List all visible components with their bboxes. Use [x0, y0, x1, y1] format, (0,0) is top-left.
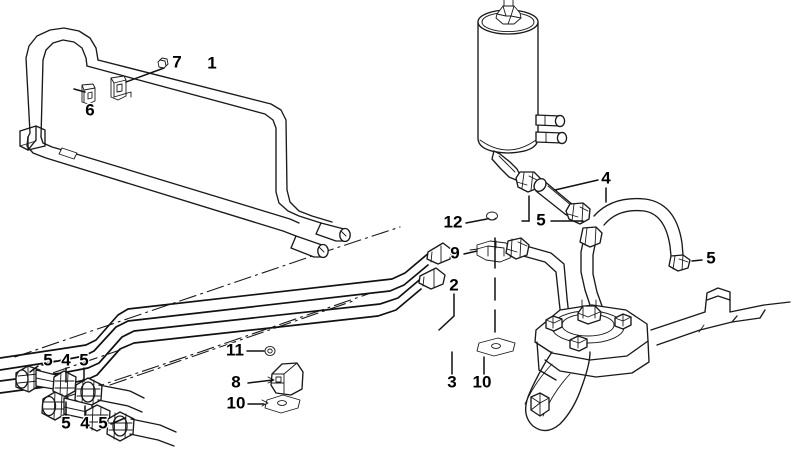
callout-10b: 10 — [227, 393, 246, 412]
engine-feed-hoses — [505, 226, 603, 319]
oil-filter-housing-block — [524, 287, 791, 432]
callout-3: 3 — [447, 372, 456, 391]
callout-2: 2 — [449, 275, 458, 294]
pipe-holder-bracket — [463, 237, 513, 333]
rubber-mount-bracket — [73, 83, 96, 105]
callout-4a: 4 — [601, 168, 611, 187]
mounting-plate-left — [247, 394, 301, 414]
upper-connector-hose-group — [515, 171, 607, 225]
callout-11: 11 — [226, 340, 244, 359]
arched-return-hose — [593, 197, 703, 272]
callout-7: 7 — [172, 52, 181, 71]
lower-left-hose-assembly-lower — [41, 391, 177, 447]
callout-4b: 4 — [61, 350, 71, 369]
lower-left-hose-assembly-upper — [15, 360, 145, 413]
callout-8: 8 — [231, 372, 240, 391]
callout-4c: 4 — [80, 413, 90, 432]
callout-5f: 5 — [98, 413, 107, 432]
callout-5b: 5 — [706, 248, 715, 267]
callout-5c: 5 — [43, 350, 52, 369]
callout-10a: 10 — [473, 372, 492, 391]
upper-cooler-pipe-assembly — [19, 27, 351, 259]
clip-bracket-upper — [110, 57, 169, 101]
oil-reservoir-canister — [477, 0, 568, 181]
callout-5e: 5 — [61, 413, 70, 432]
callout-9: 9 — [450, 243, 459, 262]
callout-5a: 5 — [536, 210, 545, 229]
callout-labels: 1 7 6 4 5 12 9 5 2 11 5 4 5 8 3 10 10 5 … — [42, 51, 717, 433]
mounting-plate-center — [476, 337, 516, 375]
callout-1: 1 — [207, 53, 216, 72]
callout-12: 12 — [444, 212, 463, 231]
sealing-ring — [465, 211, 498, 224]
callout-6: 6 — [85, 100, 94, 119]
rubber-mounting-block — [247, 362, 304, 396]
locking-nut — [246, 345, 276, 357]
callout-5d: 5 — [79, 350, 88, 369]
lower-cooler-pipe-assembly — [0, 242, 455, 394]
